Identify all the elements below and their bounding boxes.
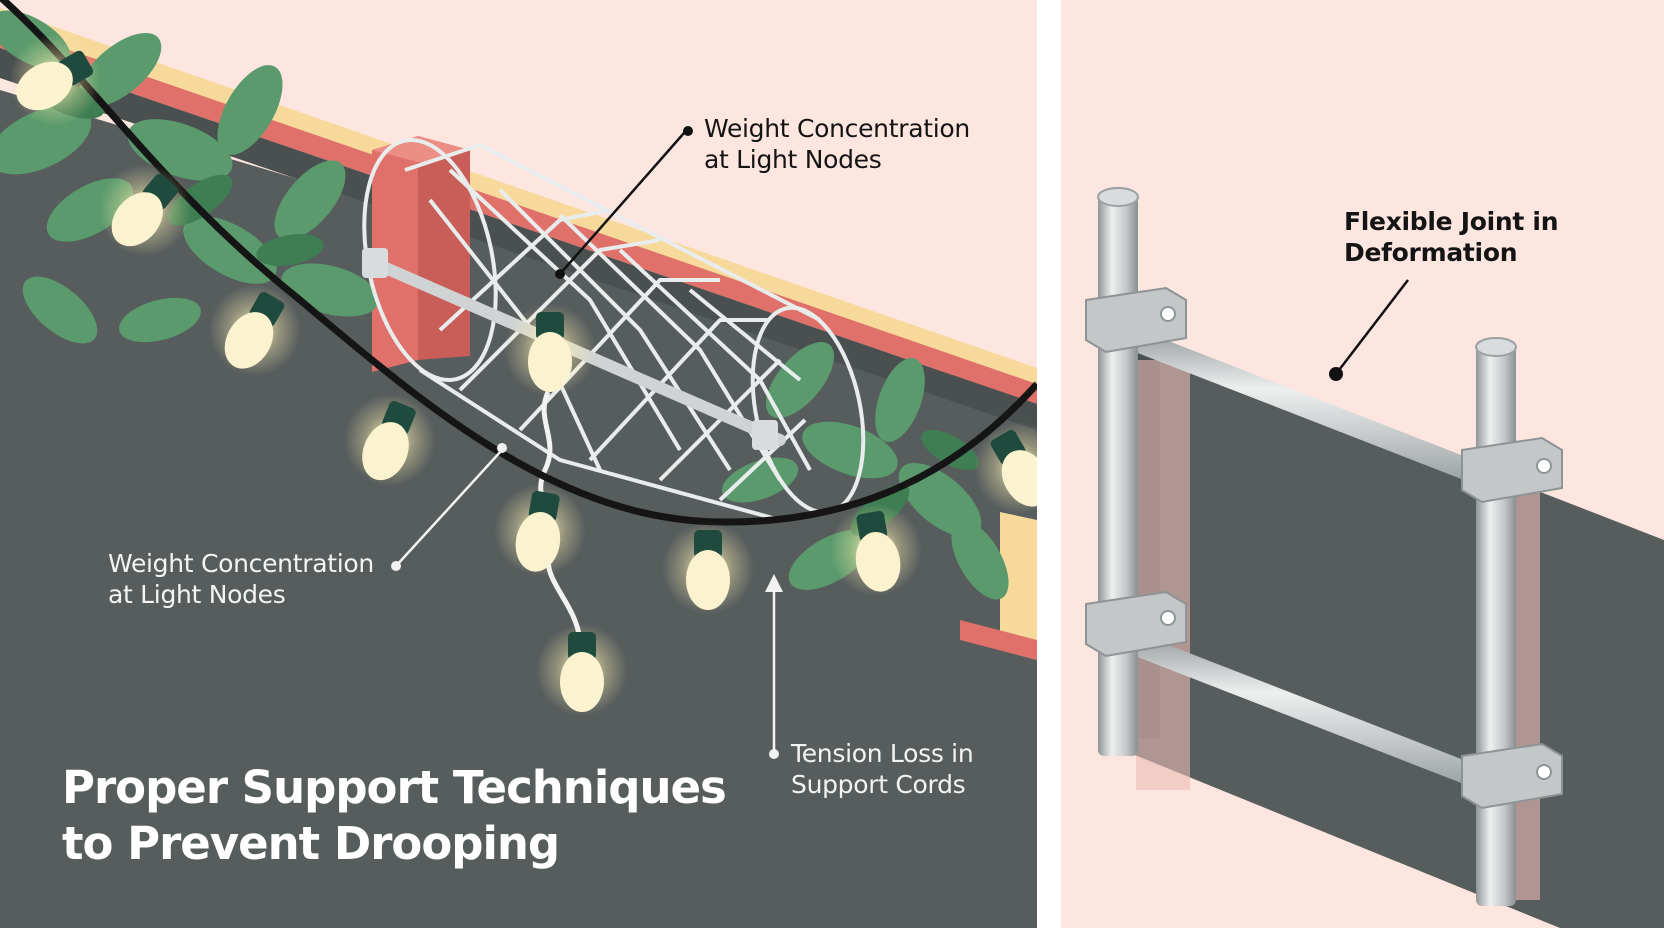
flexible-joint-label: Flexible Joint in Deformation <box>1344 207 1559 267</box>
arrow-head <box>765 574 783 592</box>
callout-dot <box>1329 367 1343 381</box>
right-post <box>1475 337 1517 906</box>
callout-dot <box>683 126 693 136</box>
panel-divider <box>1037 0 1061 928</box>
light-string <box>0 0 1037 526</box>
tension-loss-label: Tension Loss in Support Cords <box>791 739 974 799</box>
right-panel <box>1061 0 1664 928</box>
foliage <box>0 10 1009 600</box>
leader-lines <box>559 132 685 275</box>
callout-dot <box>555 269 565 279</box>
page-title: Proper Support Techniques to Prevent Dro… <box>62 761 727 870</box>
callout-dot <box>497 443 507 453</box>
callout-dot <box>769 749 779 759</box>
joint-clamps <box>1085 286 1563 810</box>
left-panel <box>0 0 1037 928</box>
net-cage <box>362 137 866 522</box>
left-post <box>1097 187 1139 756</box>
support-bars <box>1130 326 1474 788</box>
callout-dot <box>391 561 401 571</box>
weight-concentration-label-left: Weight Concentration at Light Nodes <box>108 549 374 609</box>
light-bulbs <box>9 34 1037 716</box>
weight-concentration-label-top: Weight Concentration at Light Nodes <box>704 114 970 174</box>
